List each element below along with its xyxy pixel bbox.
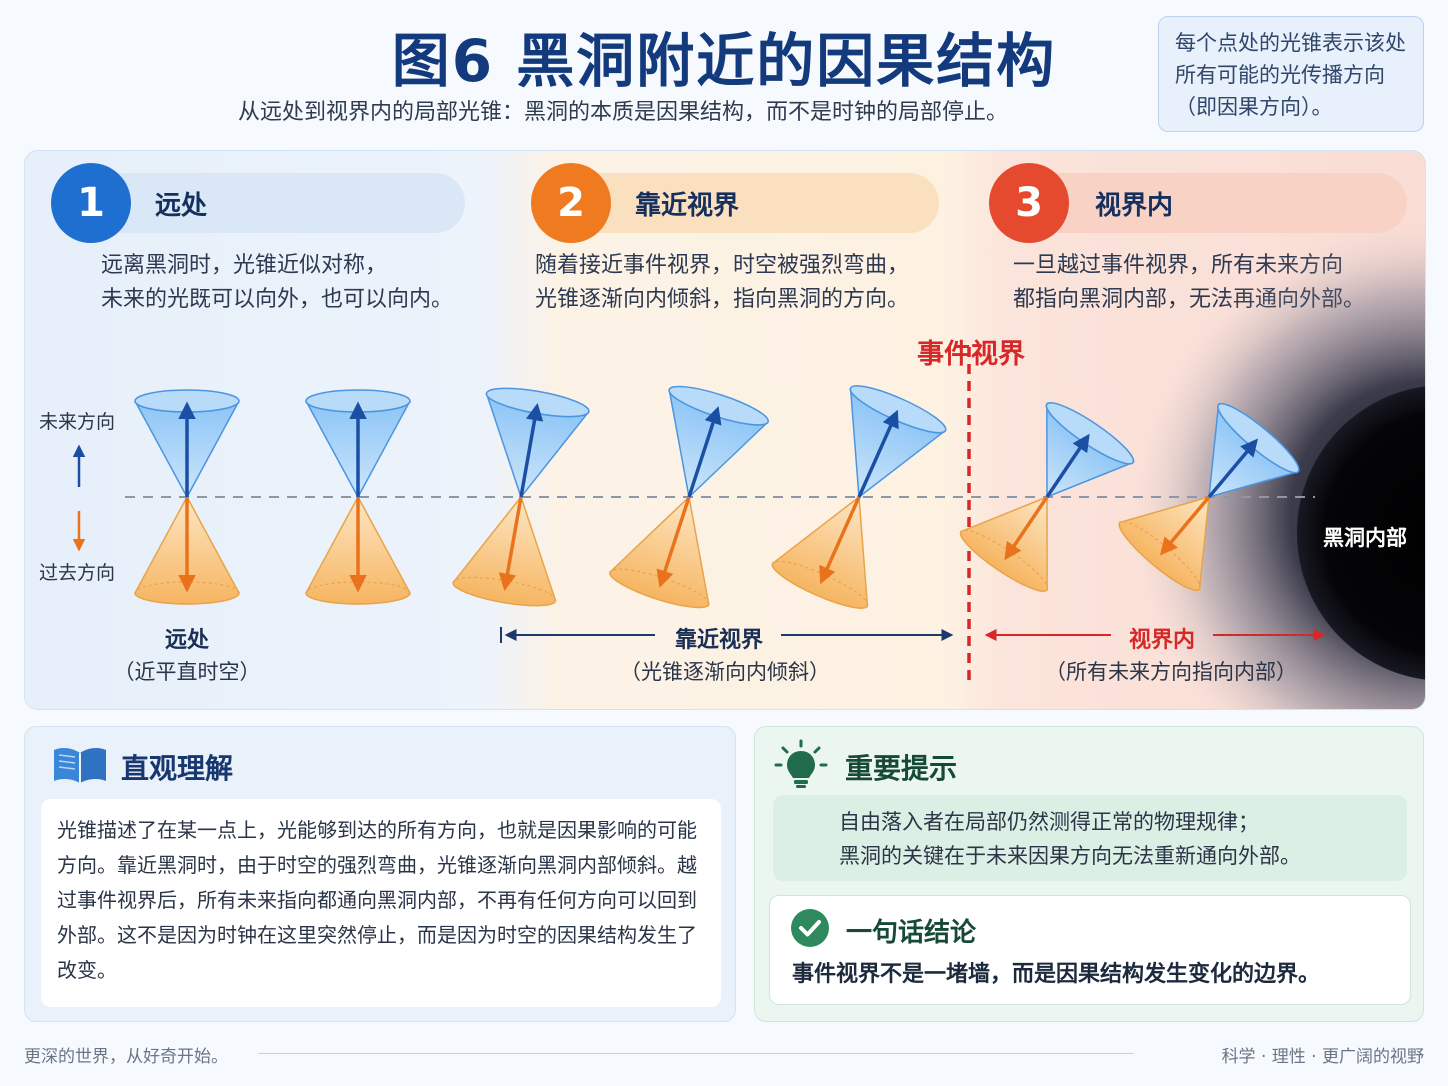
- intuition-text: 光锥描述了在某一点上，光能够到达的所有方向，也就是因果影响的可能方向。靠近黑洞时…: [57, 818, 697, 982]
- cone-note-box: 每个点处的光锥表示该处所有可能的光传播方向（即因果方向）。: [1158, 16, 1424, 132]
- tips-card: 重要提示 自由落入者在局部仍然测得正常的物理规律； 黑洞的关键在于未来因果方向无…: [754, 726, 1424, 1022]
- footer-tagline: 科学 · 理性 · 更广阔的视野: [1221, 1047, 1424, 1067]
- event-horizon-label: 事件视界: [917, 339, 1025, 370]
- light-cone-2: [305, 389, 411, 605]
- black-hole-label: 黑洞内部: [1323, 526, 1407, 550]
- lightbulb-icon: [774, 739, 828, 788]
- past-arrow: [1004, 496, 1049, 561]
- future-arrow: [687, 406, 722, 498]
- conclusion-box: 一句话结论 事件视界不是一堵墙，而是因果结构发生变化的边界。: [769, 895, 1411, 1005]
- stage-2-desc: 随着接近事件视界，时空被强烈弯曲， 光锥逐渐向内倾斜，指向黑洞的方向。: [535, 249, 909, 317]
- axis-future-label: 未来方向: [39, 411, 115, 433]
- stage-1-desc-line1: 远离黑洞时，光锥近似对称，: [101, 253, 388, 278]
- light-cone-6: [959, 401, 1136, 592]
- light-cone-5: [771, 385, 947, 609]
- stage-3-badge: 3: [989, 163, 1069, 243]
- past-arrow: [1159, 495, 1211, 556]
- page-subtitle: 从远处到视界内的局部光锥：黑洞的本质是因果结构，而不是时钟的局部停止。: [238, 100, 1009, 125]
- stage-1-badge: 1: [51, 163, 131, 243]
- conclusion-text: 事件视界不是一堵墙，而是因果结构发生变化的边界。: [792, 962, 1321, 987]
- axis-past-label: 过去方向: [39, 562, 115, 584]
- intuition-body: 光锥描述了在某一点上，光能够到达的所有方向，也就是因果影响的可能方向。靠近黑洞时…: [41, 799, 721, 1007]
- future-arrow: [519, 402, 544, 498]
- region-far-subtitle: （近平直时空）: [114, 660, 261, 684]
- stage-2-badge: 2: [531, 163, 611, 243]
- region-inside-subtitle: （所有未来方向指向内部）: [1045, 660, 1297, 684]
- region-far-title: 远处: [165, 627, 209, 653]
- conclusion-title: 一句话结论: [846, 918, 977, 948]
- past-arrow: [819, 496, 861, 585]
- stage-1-title: 远处: [155, 190, 208, 221]
- intuition-title: 直观理解: [121, 752, 234, 785]
- check-circle-icon: [791, 909, 829, 947]
- past-arrow: [498, 496, 523, 592]
- region-near-title: 靠近视界: [675, 627, 763, 653]
- light-cone-7: [1118, 402, 1301, 592]
- light-cone-4: [609, 385, 769, 609]
- tips-body: 自由落入者在局部仍然测得正常的物理规律； 黑洞的关键在于未来因果方向无法重新通向…: [773, 795, 1407, 881]
- page-title: 图6 黑洞附近的因果结构: [391, 27, 1057, 95]
- footer-divider: [258, 1053, 1134, 1054]
- diagram-panel: 远处 1 远离黑洞时，光锥近似对称， 未来的光既可以向外，也可以向内。 靠近视界…: [24, 150, 1426, 710]
- intuition-card: 直观理解 光锥描述了在某一点上，光能够到达的所有方向，也就是因果影响的可能方向。…: [24, 726, 736, 1022]
- black-hole: [1297, 386, 1425, 680]
- future-arrow: [857, 409, 899, 498]
- tips-title: 重要提示: [845, 752, 958, 785]
- stage-1-number: 1: [77, 180, 105, 226]
- footer-slogan: 更深的世界，从好奇开始。: [24, 1047, 228, 1067]
- future-arrow: [1207, 438, 1259, 499]
- region-near-subtitle: （光锥逐渐向内倾斜）: [620, 660, 830, 684]
- light-cone-1: [134, 389, 240, 605]
- stage-2-desc-line2: 光锥逐渐向内倾斜，指向黑洞的方向。: [535, 287, 910, 312]
- future-arrow: [1045, 433, 1090, 498]
- light-cone-diagram: 黑洞内部 事件视界 未来方向 过去方向 远处 （近平直时空） 靠近视界 （光锥逐…: [39, 216, 1425, 709]
- stage-2-desc-line1: 随着接近事件视界，时空被强烈弯曲，: [535, 253, 910, 278]
- tips-text: 自由落入者在局部仍然测得正常的物理规律； 黑洞的关键在于未来因果方向无法重新通向…: [773, 795, 1407, 873]
- stage-1-desc-line2: 未来的光既可以向外，也可以向内。: [101, 287, 454, 312]
- stage-1-desc: 远离黑洞时，光锥近似对称， 未来的光既可以向外，也可以向内。: [101, 249, 453, 317]
- past-arrow: [656, 496, 691, 588]
- region-inside-title: 视界内: [1129, 627, 1195, 653]
- book-icon: [54, 748, 106, 783]
- light-cone-3: [452, 387, 590, 607]
- cone-note-text: 每个点处的光锥表示该处所有可能的光传播方向（即因果方向）。: [1175, 31, 1406, 119]
- stage-2-title: 靠近视界: [635, 190, 740, 221]
- stage-2-number: 2: [557, 180, 585, 226]
- tips-line2: 黑洞的关键在于未来因果方向无法重新通向外部。: [839, 844, 1301, 868]
- stage-3-title: 视界内: [1095, 190, 1174, 221]
- tips-line1: 自由落入者在局部仍然测得正常的物理规律；: [839, 810, 1259, 834]
- stage-3-number: 3: [1015, 180, 1043, 226]
- light-cones: [134, 385, 1301, 609]
